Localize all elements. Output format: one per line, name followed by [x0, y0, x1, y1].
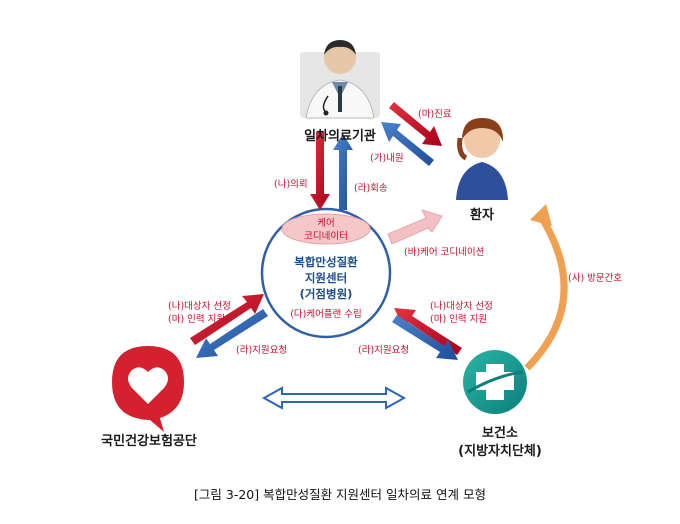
patient-icon [456, 118, 508, 200]
referral-label: (나)의뢰 [274, 179, 308, 190]
support-center-circle [260, 207, 392, 339]
figure-caption: [그림 3-20] 복합만성질환 지원센터 일차의료 연계 모형 [194, 487, 486, 502]
left-select-arrow [190, 294, 264, 345]
right-staff-label: (마) 인력 지원 [430, 314, 488, 325]
care-coordinator-badge [281, 213, 371, 245]
clinic-label: 일차의료기관 [304, 129, 376, 144]
bottom-double-arrow [261, 386, 407, 410]
health-center-label: 보건소 [482, 426, 518, 441]
cross-icon [463, 350, 527, 414]
left-request-arrow [196, 309, 268, 358]
health-center-sub-label: (지방자치단체) [458, 444, 542, 459]
care-plan-label: (다)케어플랜 수립 [290, 309, 362, 320]
return-arrow [333, 134, 353, 210]
treatment-label: (마)진료 [418, 109, 452, 120]
home-visit-arrow [524, 204, 568, 371]
nhis-label: 국민건강보험공단 [101, 434, 197, 449]
left-select-label: (나)대상자 선정 [168, 301, 231, 312]
return-referral-label: (라)회송 [354, 183, 388, 194]
care-coordination-label: (바)케어 코디네이션 [404, 247, 485, 258]
care-coordination-arrow [387, 209, 443, 245]
coordinator-label-1: 케어 [317, 218, 335, 229]
left-request-label: (라)지원요청 [236, 345, 288, 356]
doctor-icon [300, 40, 380, 119]
right-request-arrow [392, 315, 458, 360]
referral-arrow [310, 132, 330, 210]
left-staff-label: (마) 인력 지원 [168, 314, 226, 325]
center-name-2: 지원센터 [304, 271, 348, 285]
heart-icon [112, 346, 184, 432]
home-visit-label: (사) 방문간호 [568, 273, 623, 284]
visit-arrow [381, 122, 434, 166]
center-name-3: (거점병원) [299, 287, 353, 301]
visit-label: (가)내원 [370, 153, 404, 164]
patient-label: 환자 [470, 208, 494, 223]
right-request-label: (라)지원요청 [358, 345, 410, 356]
right-select-label: (나)대상자 선정 [430, 301, 493, 312]
right-select-arrow [394, 308, 462, 355]
center-name-1: 복합만성질환 [294, 255, 358, 269]
coordinator-label-2: 코디네이터 [304, 231, 348, 242]
treatment-arrow [389, 102, 442, 146]
